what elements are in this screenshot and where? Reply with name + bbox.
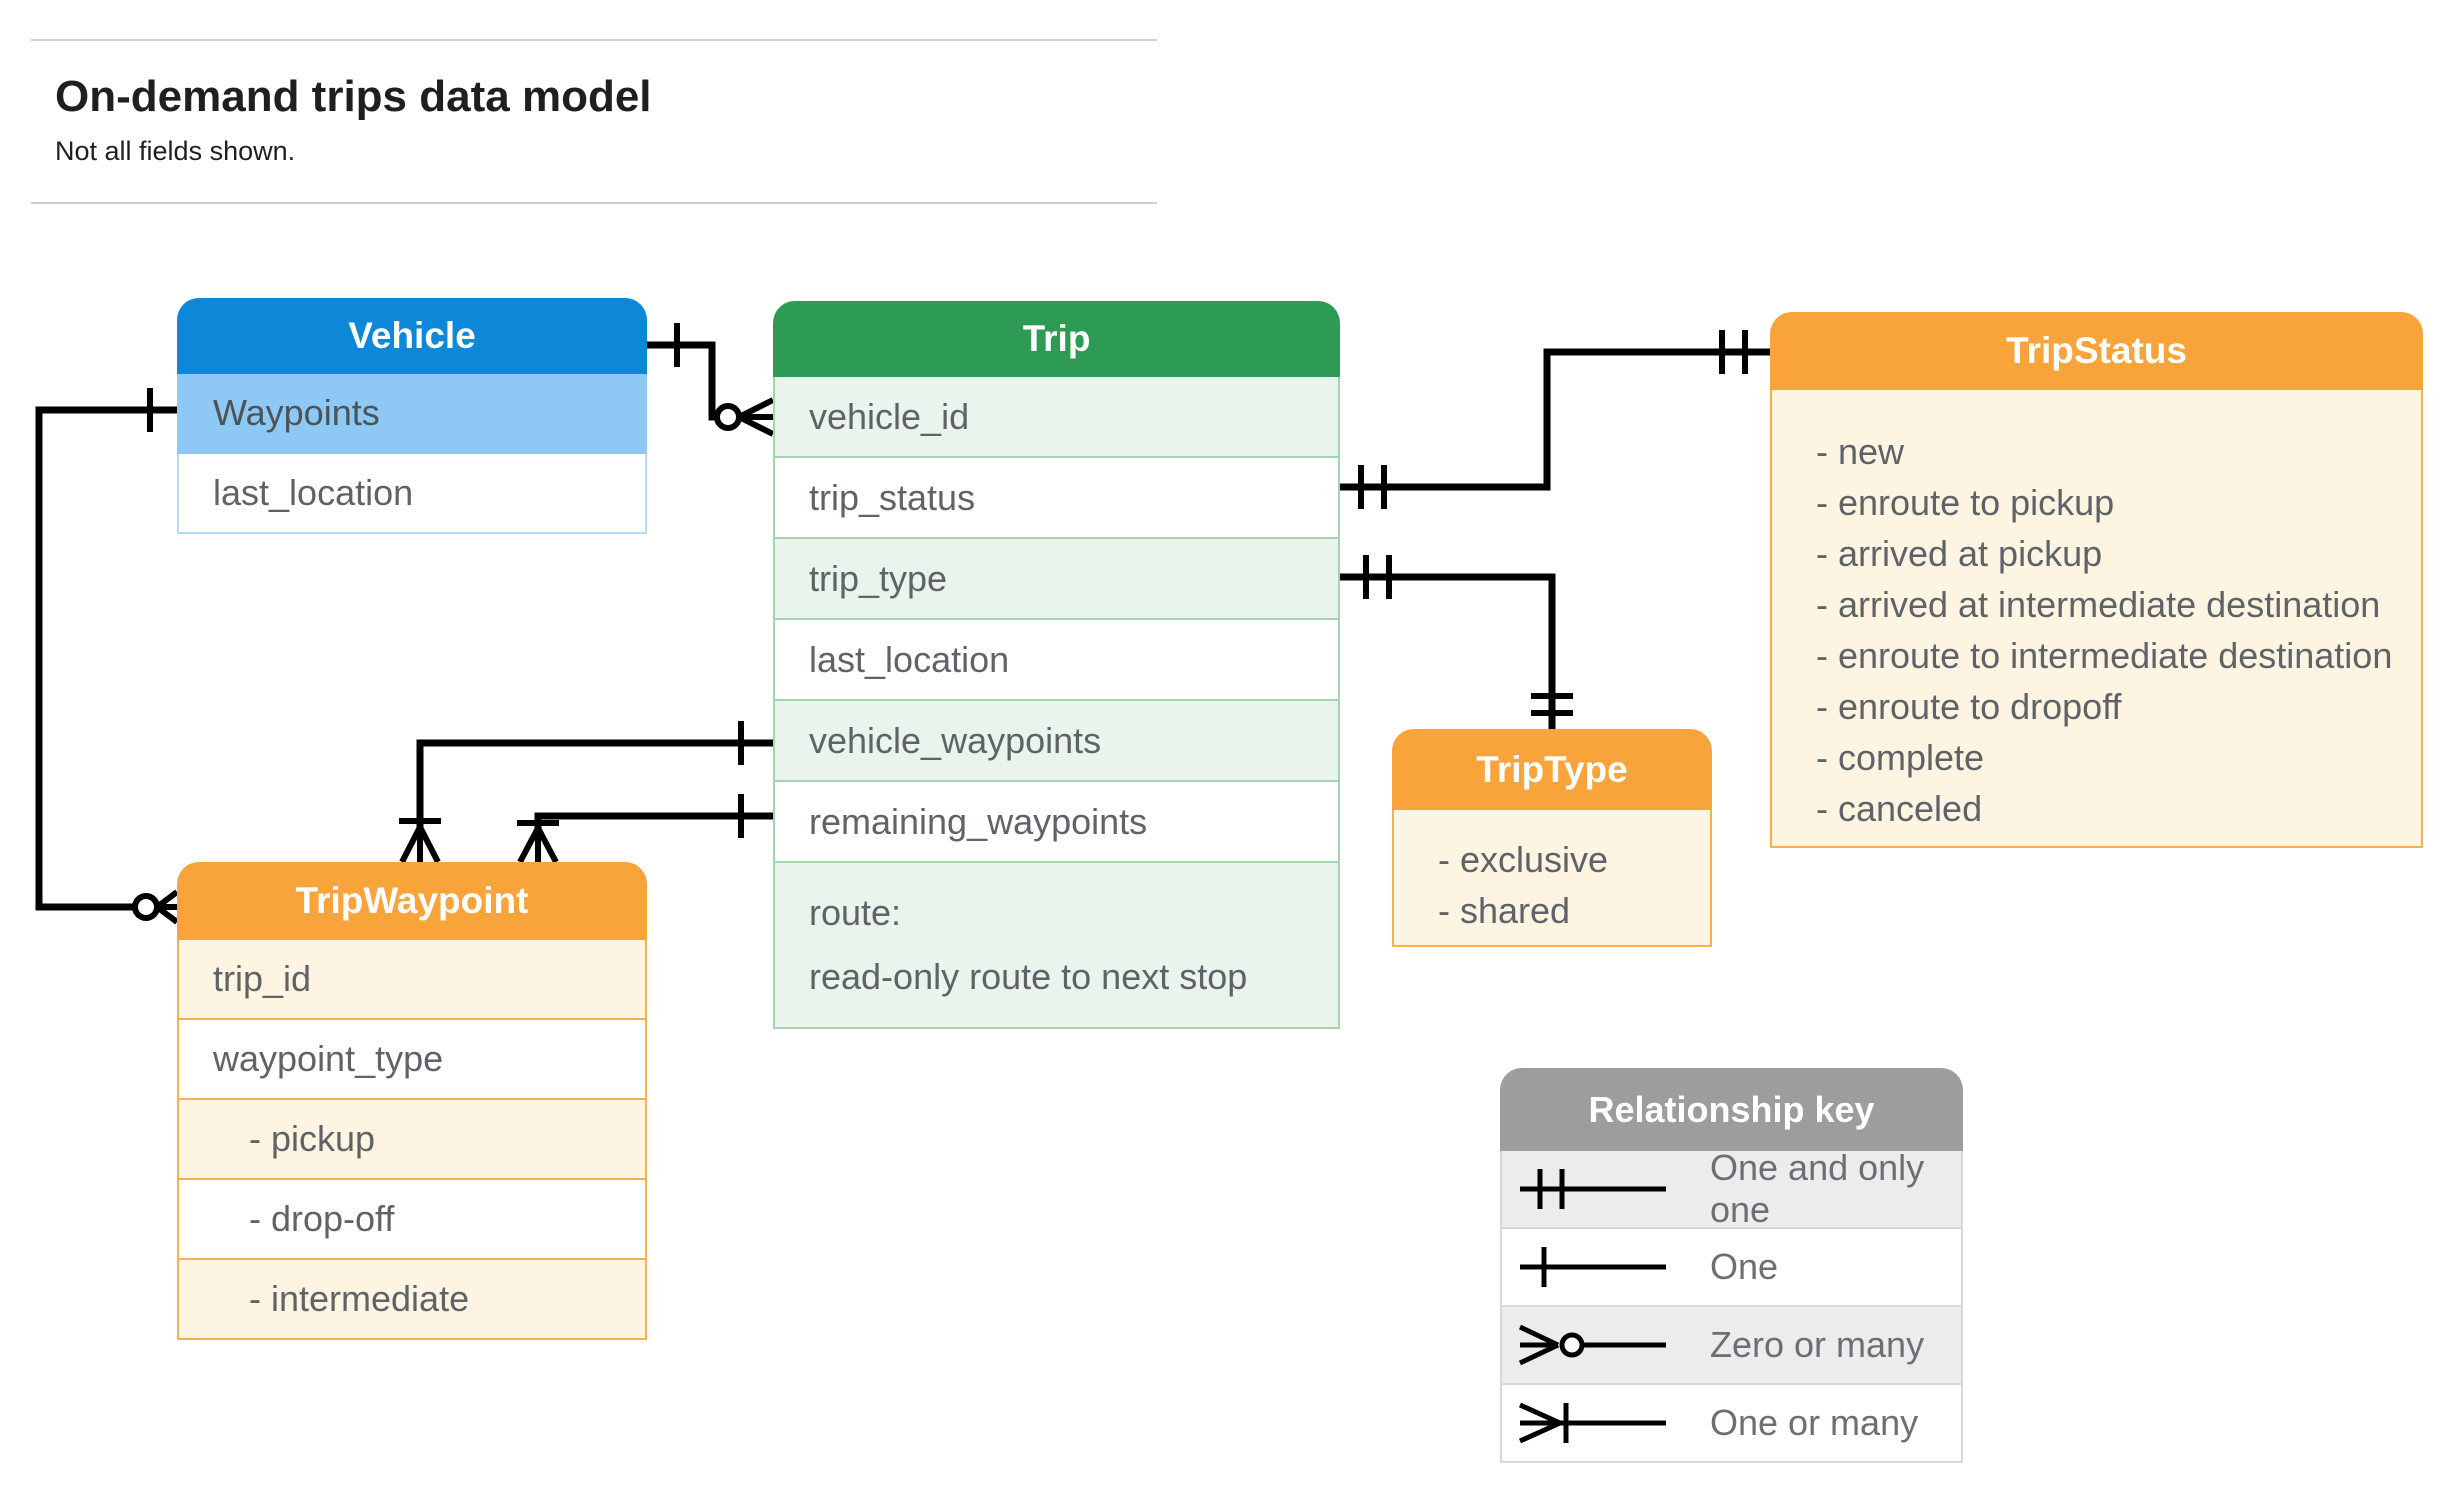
legend-row: One and only one	[1500, 1147, 1963, 1230]
table-row: - drop-off	[177, 1180, 647, 1260]
zero-or-many-icon	[1518, 1324, 1666, 1366]
connector-trip-triptype	[1340, 555, 1573, 729]
one-and-only-one-icon	[1358, 465, 1387, 509]
connector-trip-tripwaypoint-vehicle-waypoints	[399, 721, 773, 864]
enum-item: - shared	[1438, 890, 1571, 931]
entity-tripstatus: TripStatus - new - enroute to pickup - a…	[1770, 312, 2423, 848]
field-label: waypoint_type	[213, 1038, 444, 1079]
crow-foot-icon	[155, 889, 179, 925]
field-label: vehicle_id	[809, 395, 970, 437]
field-label: vehicle_waypoints	[809, 719, 1102, 761]
entity-tripstatus-title: TripStatus	[2006, 330, 2187, 371]
table-row: route: read-only route to next stop	[773, 863, 1340, 1029]
legend-label: One and only one	[1710, 1147, 1925, 1230]
enum-item: - canceled	[1816, 788, 1983, 829]
entity-trip-header: Trip	[773, 301, 1340, 377]
field-label: Waypoints	[213, 392, 380, 433]
table-row: last_location	[177, 454, 647, 534]
entity-vehicle-title: Vehicle	[348, 315, 476, 356]
one-or-many-icon	[517, 820, 559, 864]
table-row: - pickup	[177, 1100, 647, 1180]
connector-vehicle-tripwaypoint	[35, 388, 179, 925]
table-row: vehicle_waypoints	[773, 701, 1340, 782]
table-row: waypoint_type	[177, 1020, 647, 1100]
field-label: - intermediate	[249, 1278, 470, 1319]
zero-or-many-icon	[714, 403, 742, 431]
entity-triptype: TripType - exclusive - shared	[1392, 729, 1712, 947]
enum-item: - exclusive	[1438, 839, 1609, 880]
page-subtitle: Not all fields shown.	[55, 136, 296, 166]
field-label: trip_id	[213, 958, 312, 999]
table-row: trip_id	[177, 940, 647, 1020]
zero-or-many-icon	[132, 893, 160, 921]
connector-trip-tripstatus	[1340, 330, 1770, 509]
field-label: trip_type	[809, 557, 948, 599]
one-or-many-icon	[399, 818, 441, 864]
legend-row: One or many	[1500, 1385, 1963, 1463]
table-row: trip_type	[773, 539, 1340, 620]
entity-tripwaypoint: TripWaypoint trip_id waypoint_type - pic…	[177, 862, 647, 1340]
legend-row: One	[1500, 1229, 1963, 1307]
table-row: trip_status	[773, 458, 1340, 539]
table-row: - intermediate	[177, 1260, 647, 1340]
field-label: route:	[809, 892, 902, 933]
table-row: Waypoints	[177, 374, 647, 454]
field-label: - pickup	[249, 1118, 376, 1159]
one-and-only-one-icon	[1363, 555, 1392, 599]
entity-triptype-header: TripType	[1392, 729, 1712, 810]
enum-item: - arrived at intermediate destination	[1816, 584, 2381, 625]
entity-tripwaypoint-header: TripWaypoint	[177, 862, 647, 940]
legend-label: One	[1710, 1246, 1779, 1287]
enum-item: - enroute to dropoff	[1816, 686, 2122, 727]
field-label: remaining_waypoints	[809, 800, 1148, 842]
relationship-key-title: Relationship key	[1588, 1088, 1875, 1130]
field-label: last_location	[213, 472, 414, 513]
entity-triptype-title: TripType	[1476, 748, 1628, 790]
legend-label: Zero or many	[1710, 1324, 1925, 1365]
table-row: vehicle_id	[773, 377, 1340, 458]
one-and-only-one-icon	[1719, 330, 1748, 374]
field-sublabel: read-only route to next stop	[809, 956, 1248, 997]
entity-tripstatus-header: TripStatus	[1770, 312, 2423, 390]
table-row: remaining_waypoints	[773, 782, 1340, 863]
field-label: trip_status	[809, 476, 976, 518]
relationship-key: Relationship key One and only one One	[1500, 1068, 1963, 1463]
entity-vehicle-header: Vehicle	[177, 298, 647, 374]
enum-item: - enroute to intermediate destination	[1816, 635, 2393, 676]
entity-vehicle: Vehicle Waypoints last_location	[177, 298, 647, 534]
field-label: last_location	[809, 638, 1010, 680]
entity-trip-title: Trip	[1022, 318, 1091, 359]
one-or-many-icon	[1518, 1402, 1666, 1444]
connector-trip-tripwaypoint-remaining-waypoints	[517, 794, 773, 864]
legend-label: One or many	[1710, 1402, 1919, 1443]
top-divider	[31, 39, 1157, 41]
enum-list: - new - enroute to pickup - arrived at p…	[1770, 390, 2423, 848]
one-icon	[1520, 1247, 1666, 1287]
enum-list: - exclusive - shared	[1392, 810, 1712, 947]
crow-foot-icon	[737, 397, 775, 437]
relationship-key-header: Relationship key	[1500, 1068, 1963, 1151]
one-and-only-one-icon	[1520, 1169, 1666, 1209]
enum-item: - complete	[1816, 737, 1985, 778]
enum-item: - new	[1816, 431, 1905, 472]
connector-vehicle-trip	[647, 323, 775, 437]
header-bottom-divider	[31, 202, 1157, 204]
enum-item: - arrived at pickup	[1816, 533, 2103, 574]
legend-row: Zero or many	[1500, 1307, 1963, 1385]
table-row: last_location	[773, 620, 1340, 701]
one-and-only-one-icon	[1531, 693, 1573, 716]
entity-trip: Trip vehicle_id trip_status trip_type la…	[773, 301, 1340, 1029]
page-title: On-demand trips data model	[55, 72, 652, 121]
enum-item: - enroute to pickup	[1816, 482, 2115, 523]
field-label: - drop-off	[249, 1198, 395, 1239]
entity-tripwaypoint-title: TripWaypoint	[295, 880, 529, 921]
